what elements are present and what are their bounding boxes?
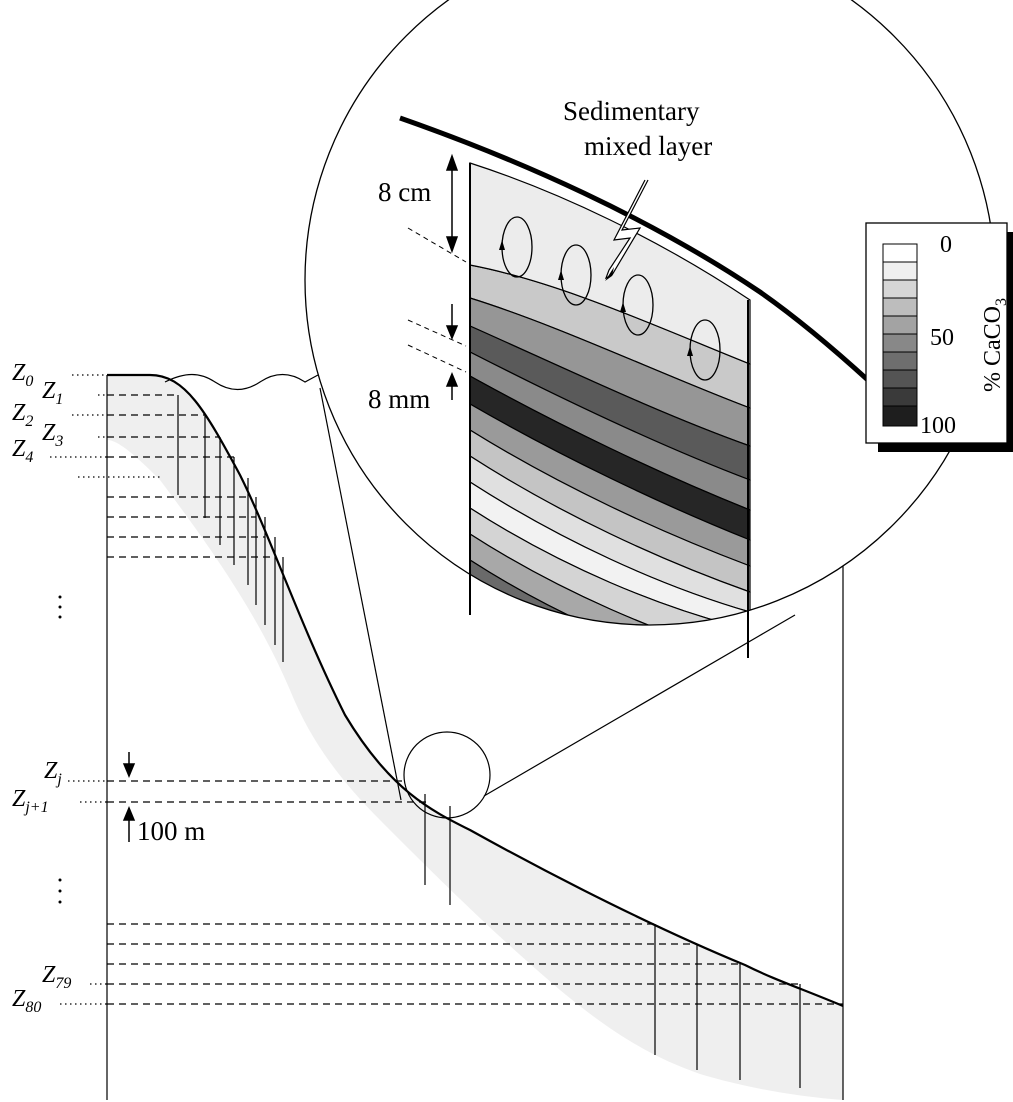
carbonate-strata [469, 264, 751, 625]
zoom-source-circle [403, 731, 491, 819]
zoom-connectors [319, 387, 796, 801]
mixed-layer-measure [445, 153, 459, 254]
spacing-arrows [122, 752, 136, 842]
zoom-seafloor-line [399, 115, 872, 384]
mixed-layer-thickness: 8 cm [378, 177, 431, 207]
seafloor-line [107, 373, 844, 1008]
z3-label: Z3 [42, 420, 63, 450]
legend-tick-100: 100 [920, 413, 956, 439]
legend-scale [882, 243, 918, 427]
spacing-label: 100 m [137, 816, 205, 846]
zoom-dashed-guides [407, 227, 467, 373]
caco3-legend: 0 50 100 % CaCO3 [865, 222, 1013, 452]
z0-label: Z0 [12, 360, 33, 390]
slice-measure [445, 304, 459, 400]
mixed-layer [469, 162, 751, 365]
z1-label: Z1 [42, 378, 63, 408]
sediment-columns [177, 395, 801, 1088]
mixed-layer-label-line1: Sedimentary [563, 96, 700, 126]
bioturbation-arrowheads [499, 240, 693, 356]
dotted-leaders [50, 374, 160, 1005]
zoom-view: 8 cm 8 mm Sedimentary mixed layer [304, 0, 996, 658]
legend-tick-0: 0 [940, 232, 952, 258]
bathymetric-profile: 100 m Z0 Z1 Z2 Z3 Z4 Zj Zj+1 Z79 Z80 [12, 360, 844, 1100]
zj1-label: Zj+1 [12, 786, 49, 816]
mixed-layer-label-line2: mixed layer [584, 131, 712, 161]
z79-label: Z79 [42, 962, 71, 992]
zj-label: Zj [44, 758, 62, 788]
depth-labels: Z0 Z1 Z2 Z3 Z4 Zj Zj+1 Z79 Z80 [12, 360, 71, 1016]
z2-label: Z2 [12, 400, 33, 430]
sea-surface-wave [164, 373, 319, 391]
mixed-layer-pointer [604, 179, 649, 280]
sediment-band [107, 375, 843, 1100]
z80-label: Z80 [12, 986, 41, 1016]
legend-title: % CaCO3 [980, 298, 1010, 392]
ellipsis-dots [58, 595, 62, 904]
dashed-depth-lines [107, 394, 843, 1005]
z4-label: Z4 [12, 436, 33, 466]
legend-tick-50: 50 [930, 325, 954, 351]
slice-thickness: 8 mm [368, 384, 430, 414]
